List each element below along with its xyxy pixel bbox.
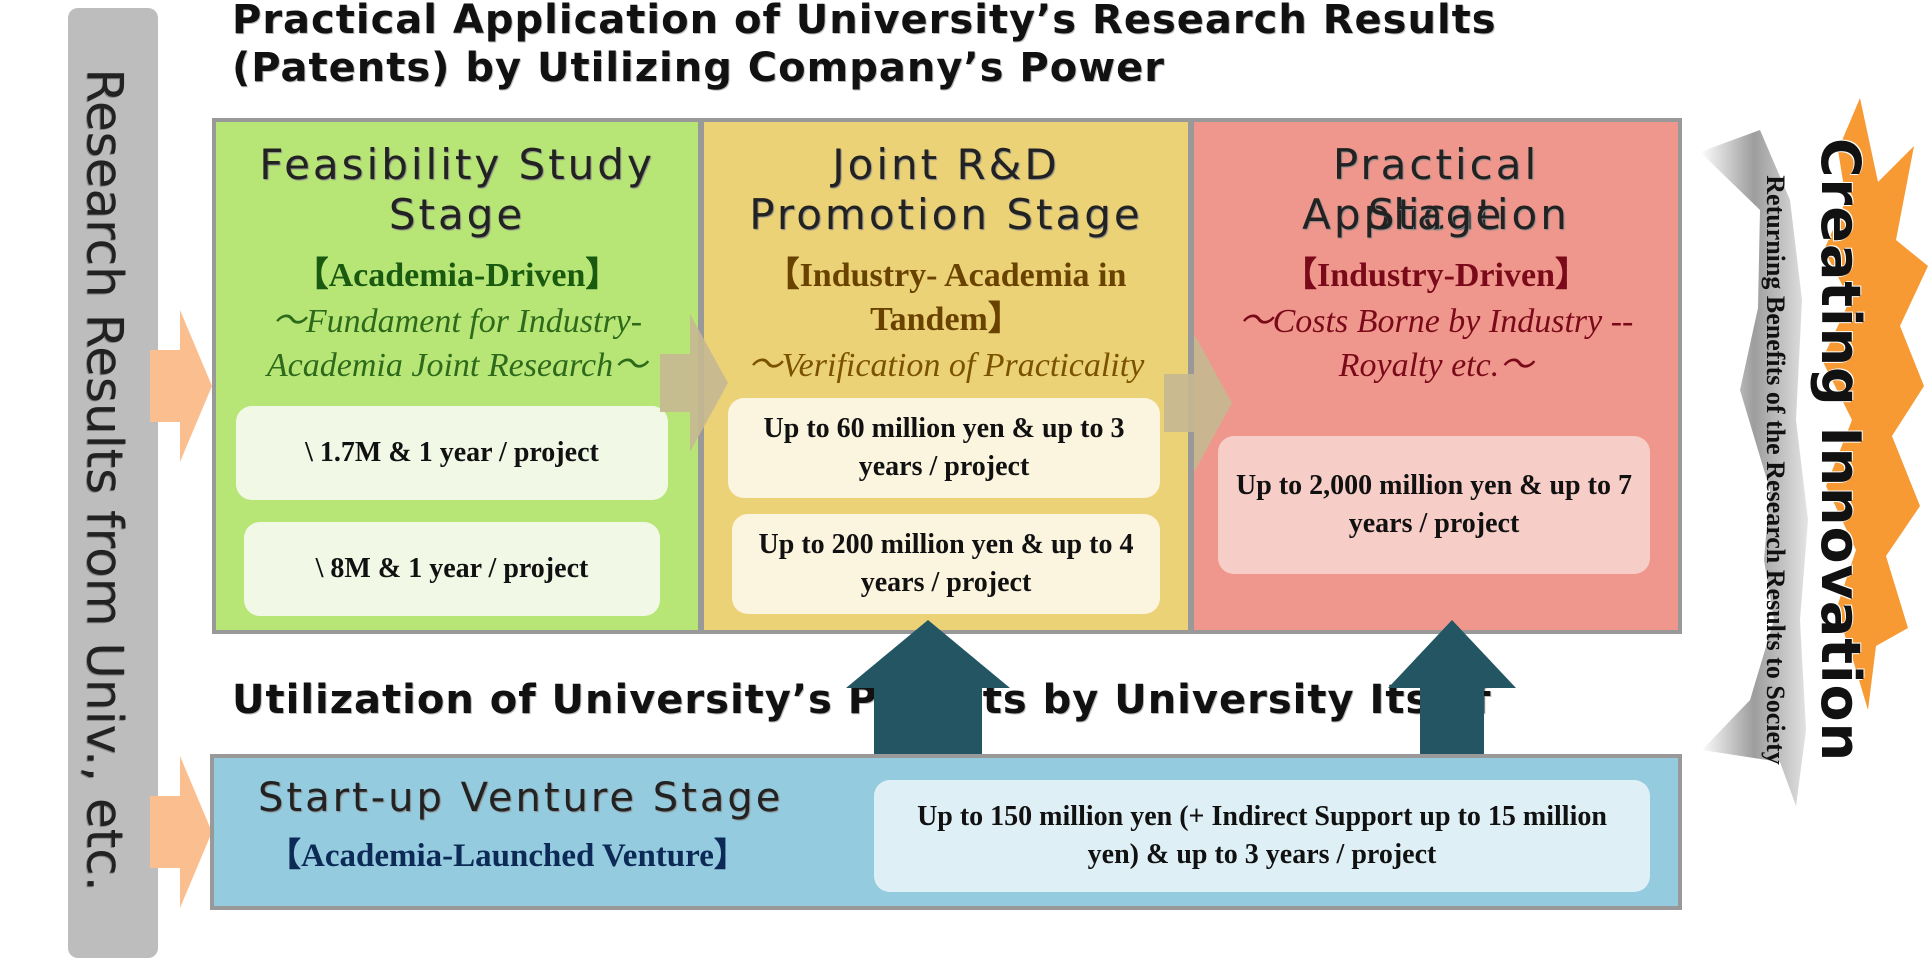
right-panel-title: Creating Innovation <box>1809 137 1873 763</box>
up-arrow-to-joint-rd <box>846 620 1010 768</box>
stage-subtitle: 〜Fundament for Industry- <box>271 303 643 340</box>
stage-subtitle: 〜Verification of Practicality <box>747 347 1145 384</box>
feasibility-stage-box: Feasibility Study Stage 【Academia-Driven… <box>212 118 702 634</box>
venture-title: Start-up Venture Stage <box>258 775 784 821</box>
funding-box: \ 8M & 1 year / project <box>244 522 660 616</box>
up-arrow-to-practical <box>1388 620 1516 768</box>
stage-driver: 【Industry-Driven】 <box>1282 257 1590 294</box>
stage-driver: 【Academia-Driven】 <box>294 257 620 294</box>
stage-title: Joint R&D <box>832 140 1060 189</box>
top-heading-line1: Practical Application of University’s Re… <box>232 0 1497 43</box>
stage-transition-arrow <box>660 314 728 452</box>
funding-box: \ 1.7M & 1 year / project <box>236 406 668 500</box>
venture-stage-box: Start-up Venture Stage 【Academia-Launche… <box>210 754 1682 910</box>
stage-transition-arrow <box>1164 334 1232 472</box>
stage-title: Practical Application <box>1302 140 1570 239</box>
left-bar <box>68 8 158 958</box>
venture-funding-box: Up to 150 million yen (+ Indirect Suppor… <box>874 780 1650 892</box>
practical-application-stage-box: Practical Application Stage 【Industry-Dr… <box>1190 118 1682 634</box>
stage-title: Promotion Stage <box>749 190 1143 239</box>
stage-driver: Tandem】 <box>870 301 1022 338</box>
stage-subtitle: 〜Costs Borne by Industry -- <box>1238 303 1634 340</box>
stage-driver: 【Industry- Academia in <box>765 257 1127 294</box>
peach-arrow-bottom <box>150 756 212 908</box>
joint-rd-stage-box: Joint R&D Promotion Stage 【Industry- Aca… <box>700 118 1192 634</box>
peach-arrow-top <box>150 310 212 462</box>
innovation-burst-icon <box>1700 98 1928 806</box>
stage-subtitle: Academia Joint Research〜 <box>266 347 648 384</box>
stage-subtitle: Royalty etc.〜 <box>1338 347 1534 384</box>
stage-title: Feasibility Study <box>259 140 655 189</box>
stage-title: Stage <box>388 190 526 239</box>
funding-box: Up to 60 million yen & up to 3 years / p… <box>728 398 1160 498</box>
funding-box: Up to 200 million yen & up to 4 years / … <box>732 514 1160 614</box>
stage-title: Stage <box>1367 190 1505 239</box>
funding-box: Up to 2,000 million yen & up to 7 years … <box>1218 436 1650 574</box>
venture-driver: 【Academia-Launched Venture】 <box>268 838 747 874</box>
top-heading-line2: (Patents) by Utilizing Company’s Power <box>232 45 1165 91</box>
